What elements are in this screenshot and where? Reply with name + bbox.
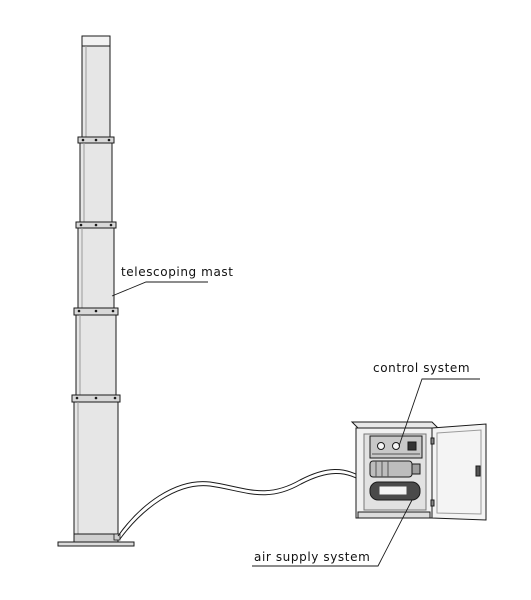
mast-inlet-valve (113, 533, 121, 541)
mast-base-plate (57, 541, 135, 547)
equipment-cabinet (350, 421, 487, 521)
label-air-supply-system: air supply system (254, 550, 370, 564)
mast-section-2 (79, 142, 113, 224)
cabinet-door (431, 423, 487, 521)
label-control-system: control system (373, 361, 470, 375)
mast-section-3 (77, 227, 115, 311)
leader-lines (111, 281, 480, 567)
gauge-2 (392, 442, 400, 450)
mast-section-4 (75, 314, 117, 398)
leader-control (398, 378, 480, 447)
leader-mast (111, 281, 208, 297)
telescoping-mast (57, 35, 135, 547)
air-hose (117, 469, 367, 540)
mast-top-cap (81, 35, 111, 47)
door-handle (475, 465, 481, 477)
mast-section-5 (73, 401, 119, 539)
mast-base-band (73, 533, 119, 543)
gauge-1 (377, 442, 385, 450)
label-telescoping-mast: telescoping mast (121, 265, 234, 279)
cabinet-base (357, 511, 431, 519)
collar-bolts (75, 138, 117, 400)
leader-air (252, 499, 413, 567)
mast-section-1 (81, 45, 111, 139)
panel-switch (407, 441, 417, 451)
